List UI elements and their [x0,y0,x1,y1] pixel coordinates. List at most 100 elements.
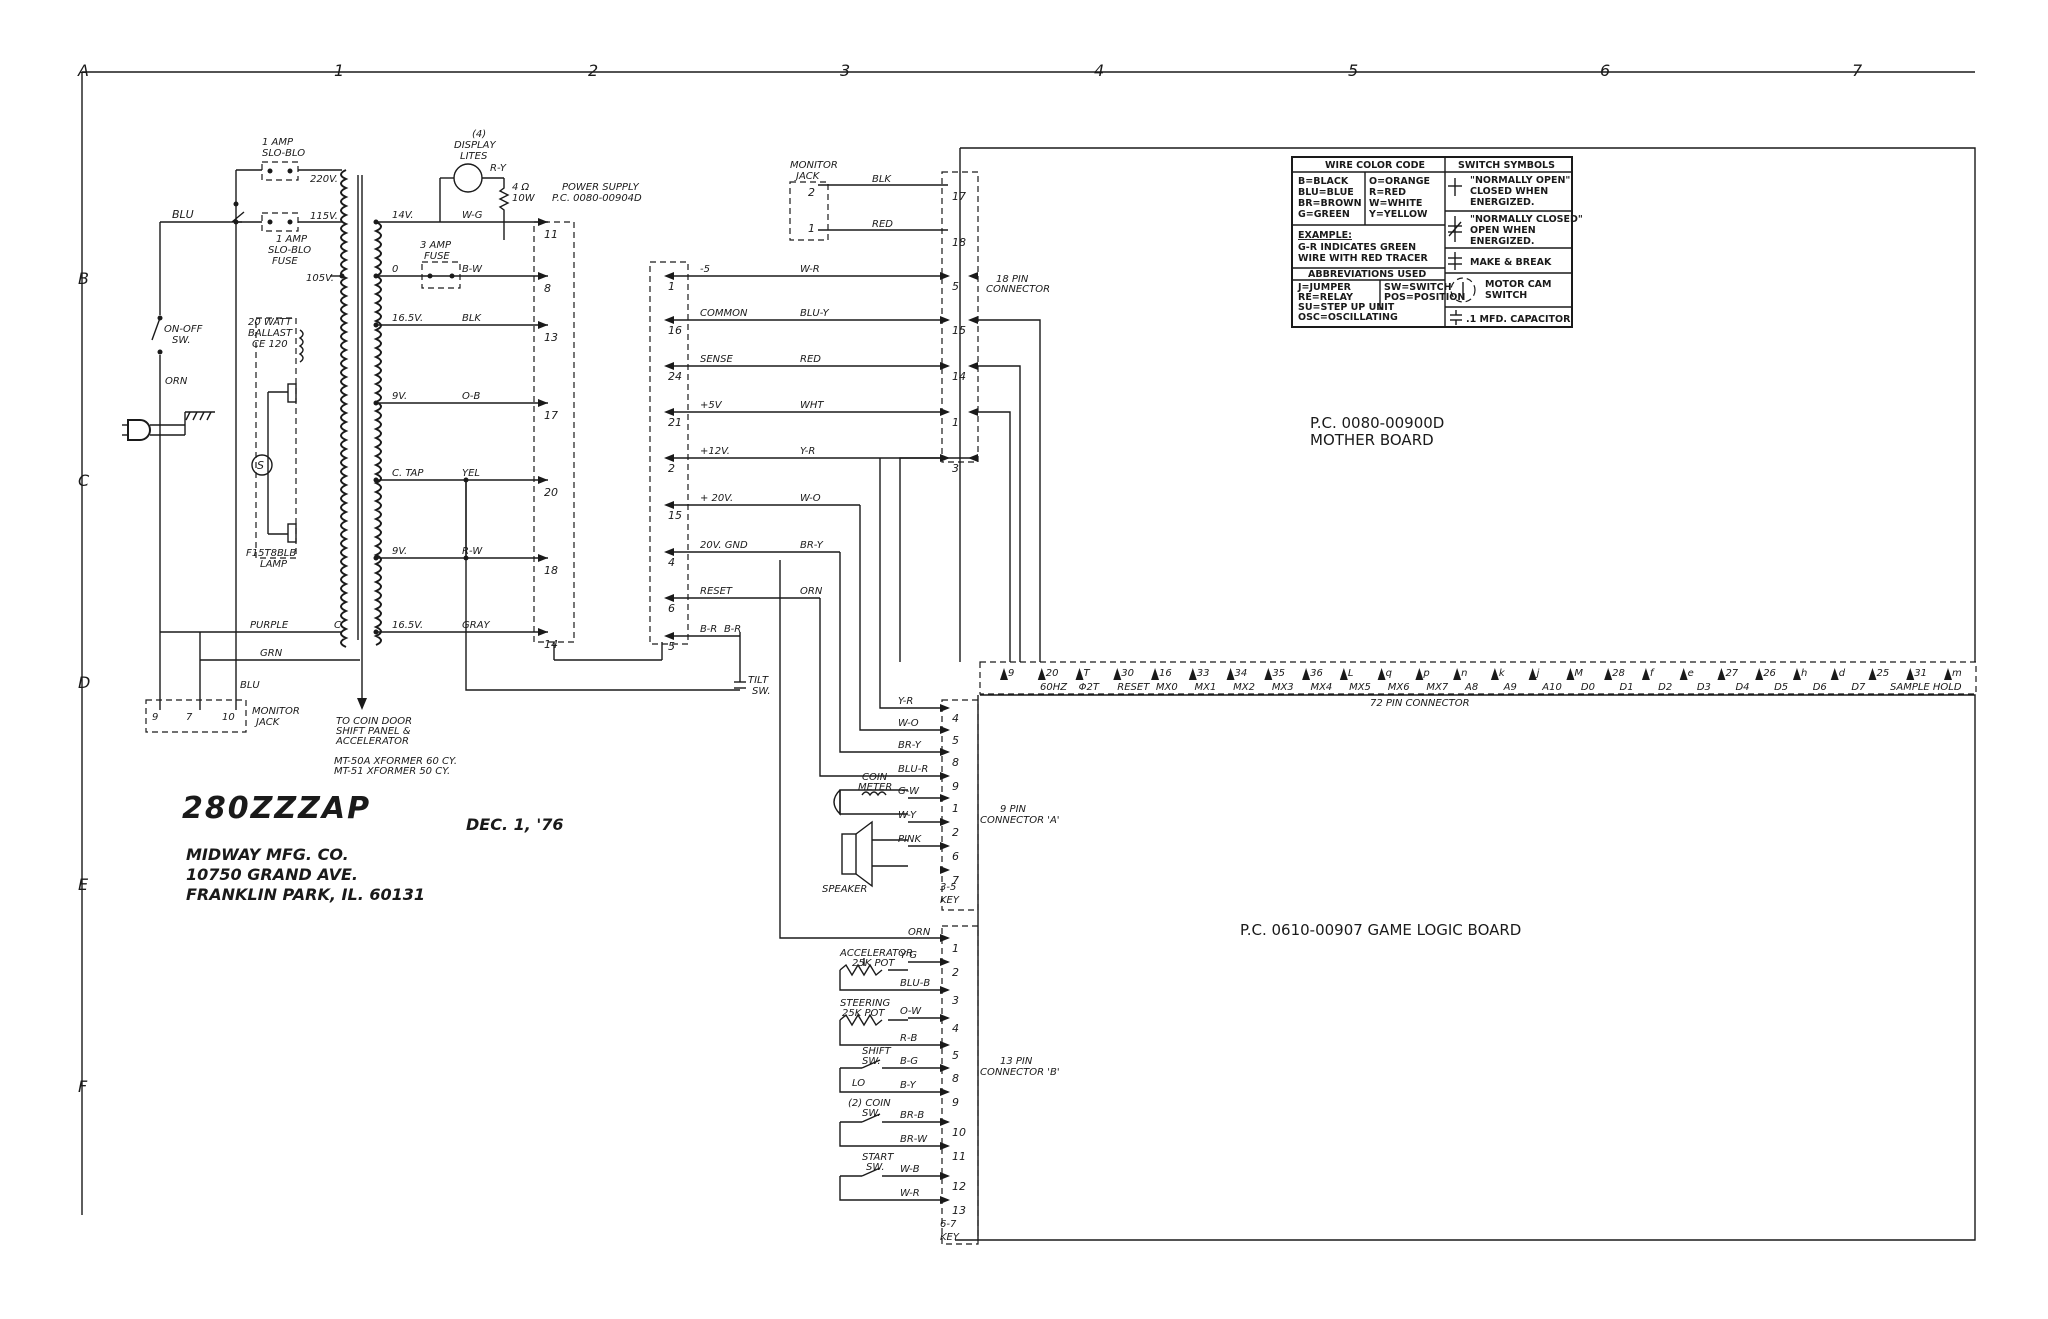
pin-arrow-icon [664,408,674,416]
pin-number: 14 [952,370,966,383]
key-label: 6-7 [940,1219,957,1230]
pin-arrow-icon [1679,668,1688,680]
legend-item: Y=YELLOW [1368,209,1428,220]
pin-letter: 20 [1046,668,1059,679]
pin-number: 13 [952,1204,966,1217]
grid-row-label: D [78,673,90,692]
pin-arrow-icon [1377,668,1386,680]
display-label: LITES [460,151,488,162]
game-logic-board-label: P.C. 0610-00907 GAME LOGIC BOARD [1240,921,1521,939]
monitor-jack-label: JACK [254,717,281,728]
pin-number: 8 [952,1072,959,1085]
pin-arrow-icon [1075,668,1084,680]
pin-number: 24 [668,370,682,383]
wire-label: W-R [800,264,820,275]
lamp-label: LAMP [260,559,288,570]
pin-arrow-icon [1453,668,1462,680]
signal-label: COMMON [700,308,748,319]
signal-label: A9 [1503,682,1517,693]
legend-box: WIRE COLOR CODE B=BLACK BLU=BLUE BR=BROW… [1291,156,1583,328]
connector-label: CONNECTOR 'A' [980,815,1060,826]
legend-item: ENERGIZED. [1470,197,1534,208]
plug-icon [127,419,151,441]
wire-label: W-O [898,718,919,729]
onoff-label: ON-OFF [164,324,203,335]
shift-label: SW. [862,1056,881,1067]
xformer-label: MT-50A XFORMER 60 CY. [334,756,457,767]
pin-number: 4 [952,1022,959,1035]
lamp-label: F15T8BLB [246,548,296,559]
pin-arrow-icon [664,594,674,602]
signal-label: +12V. [700,446,730,457]
wire-label: W-O [800,493,821,504]
coin-meter-label: METER [858,782,892,793]
ground-icon [185,411,215,421]
signal-label: + 20V. [700,493,733,504]
display-label: (4) [472,129,486,140]
to-coin-label: SHIFT PANEL & [336,726,411,737]
coil-icon [861,791,887,797]
monitor-jack-label: MONITOR [790,160,838,171]
ballast-label: CE 120 [252,339,288,350]
wire-label: Y-R [898,696,913,707]
signal-label: RESET [1117,682,1150,693]
title-block: 280ZZZAP DEC. 1, '76 MIDWAY MFG. CO. 107… [182,791,564,904]
signal-label: MX5 [1349,682,1371,693]
ballast-label: BALLAST [248,328,293,339]
pin-letter: 27 [1725,668,1738,679]
connector-72-pin: 72 PIN CONNECTOR [979,661,1977,709]
legend-item: G-R INDICATES GREEN [1298,242,1416,253]
wire-label: R-W [462,546,483,557]
signal-label: D0 [1581,682,1595,693]
connector-label: CONNECTOR 'B' [980,1067,1060,1078]
power-supply-connector: POWER SUPPLY P.C. 0080-00904D [533,182,663,661]
pin-arrow-icon [1641,668,1650,680]
pin-arrow-icon [538,321,548,329]
pin-arrow-icon [1415,668,1424,680]
grid-col-label: 1 [334,61,344,80]
pin-arrow-icon [1830,668,1839,680]
pin-number: 9 [952,780,959,793]
pin-number: 17 [952,190,966,203]
signal-label: D7 [1851,682,1866,693]
ballast-coil-icon [298,329,304,363]
signal-label: D6 [1813,682,1827,693]
pin-number: 6 [668,602,675,615]
legend-item: OSC=OSCILLATING [1298,312,1398,323]
tap-label: 14V. [392,210,414,221]
motor-cam-icon [1450,277,1476,303]
pin-letter: k [1499,668,1506,679]
legend-item: ENERGIZED. [1470,236,1534,247]
pin-number: 15 [668,509,682,522]
pin-arrow-icon [940,362,950,370]
pin-arrow-icon [1000,668,1008,680]
connector-label: 18 PIN [996,274,1029,285]
monitor-jack-top: MONITOR JACK 2 1 BLK RED [789,160,948,241]
signal-label: MX2 [1233,682,1255,693]
grid-row-label: B [78,269,89,288]
pin-arrow-icon [940,866,950,874]
pin-arrow-icon [538,554,548,562]
wire-label: GRAY [462,620,491,631]
legend-item: MAKE & BREAK [1470,257,1552,268]
pin-number: 5 [668,640,675,653]
legend-item: W=WHITE [1369,198,1422,209]
ps-label: P.C. 0080-00904D [552,193,642,204]
pin-number: 1 [952,942,959,955]
pin-letter: h [1801,668,1807,679]
pin-letter: 28 [1612,668,1625,679]
wire [978,411,1011,662]
pin-number: 8 [544,282,551,295]
signal-label: B-R [724,624,741,635]
speaker-icon [841,833,857,875]
legend-header: ABBREVIATIONS USED [1308,269,1426,280]
pin-arrow-icon [1037,668,1046,680]
shift-label: SHIFT [862,1046,892,1057]
grn-label: GRN [260,648,283,659]
wire [819,598,908,777]
transformer-secondary-coil-icon [373,221,382,646]
junction-dot [373,219,379,225]
legend-item: WIRE WITH RED TRACER [1298,253,1428,264]
